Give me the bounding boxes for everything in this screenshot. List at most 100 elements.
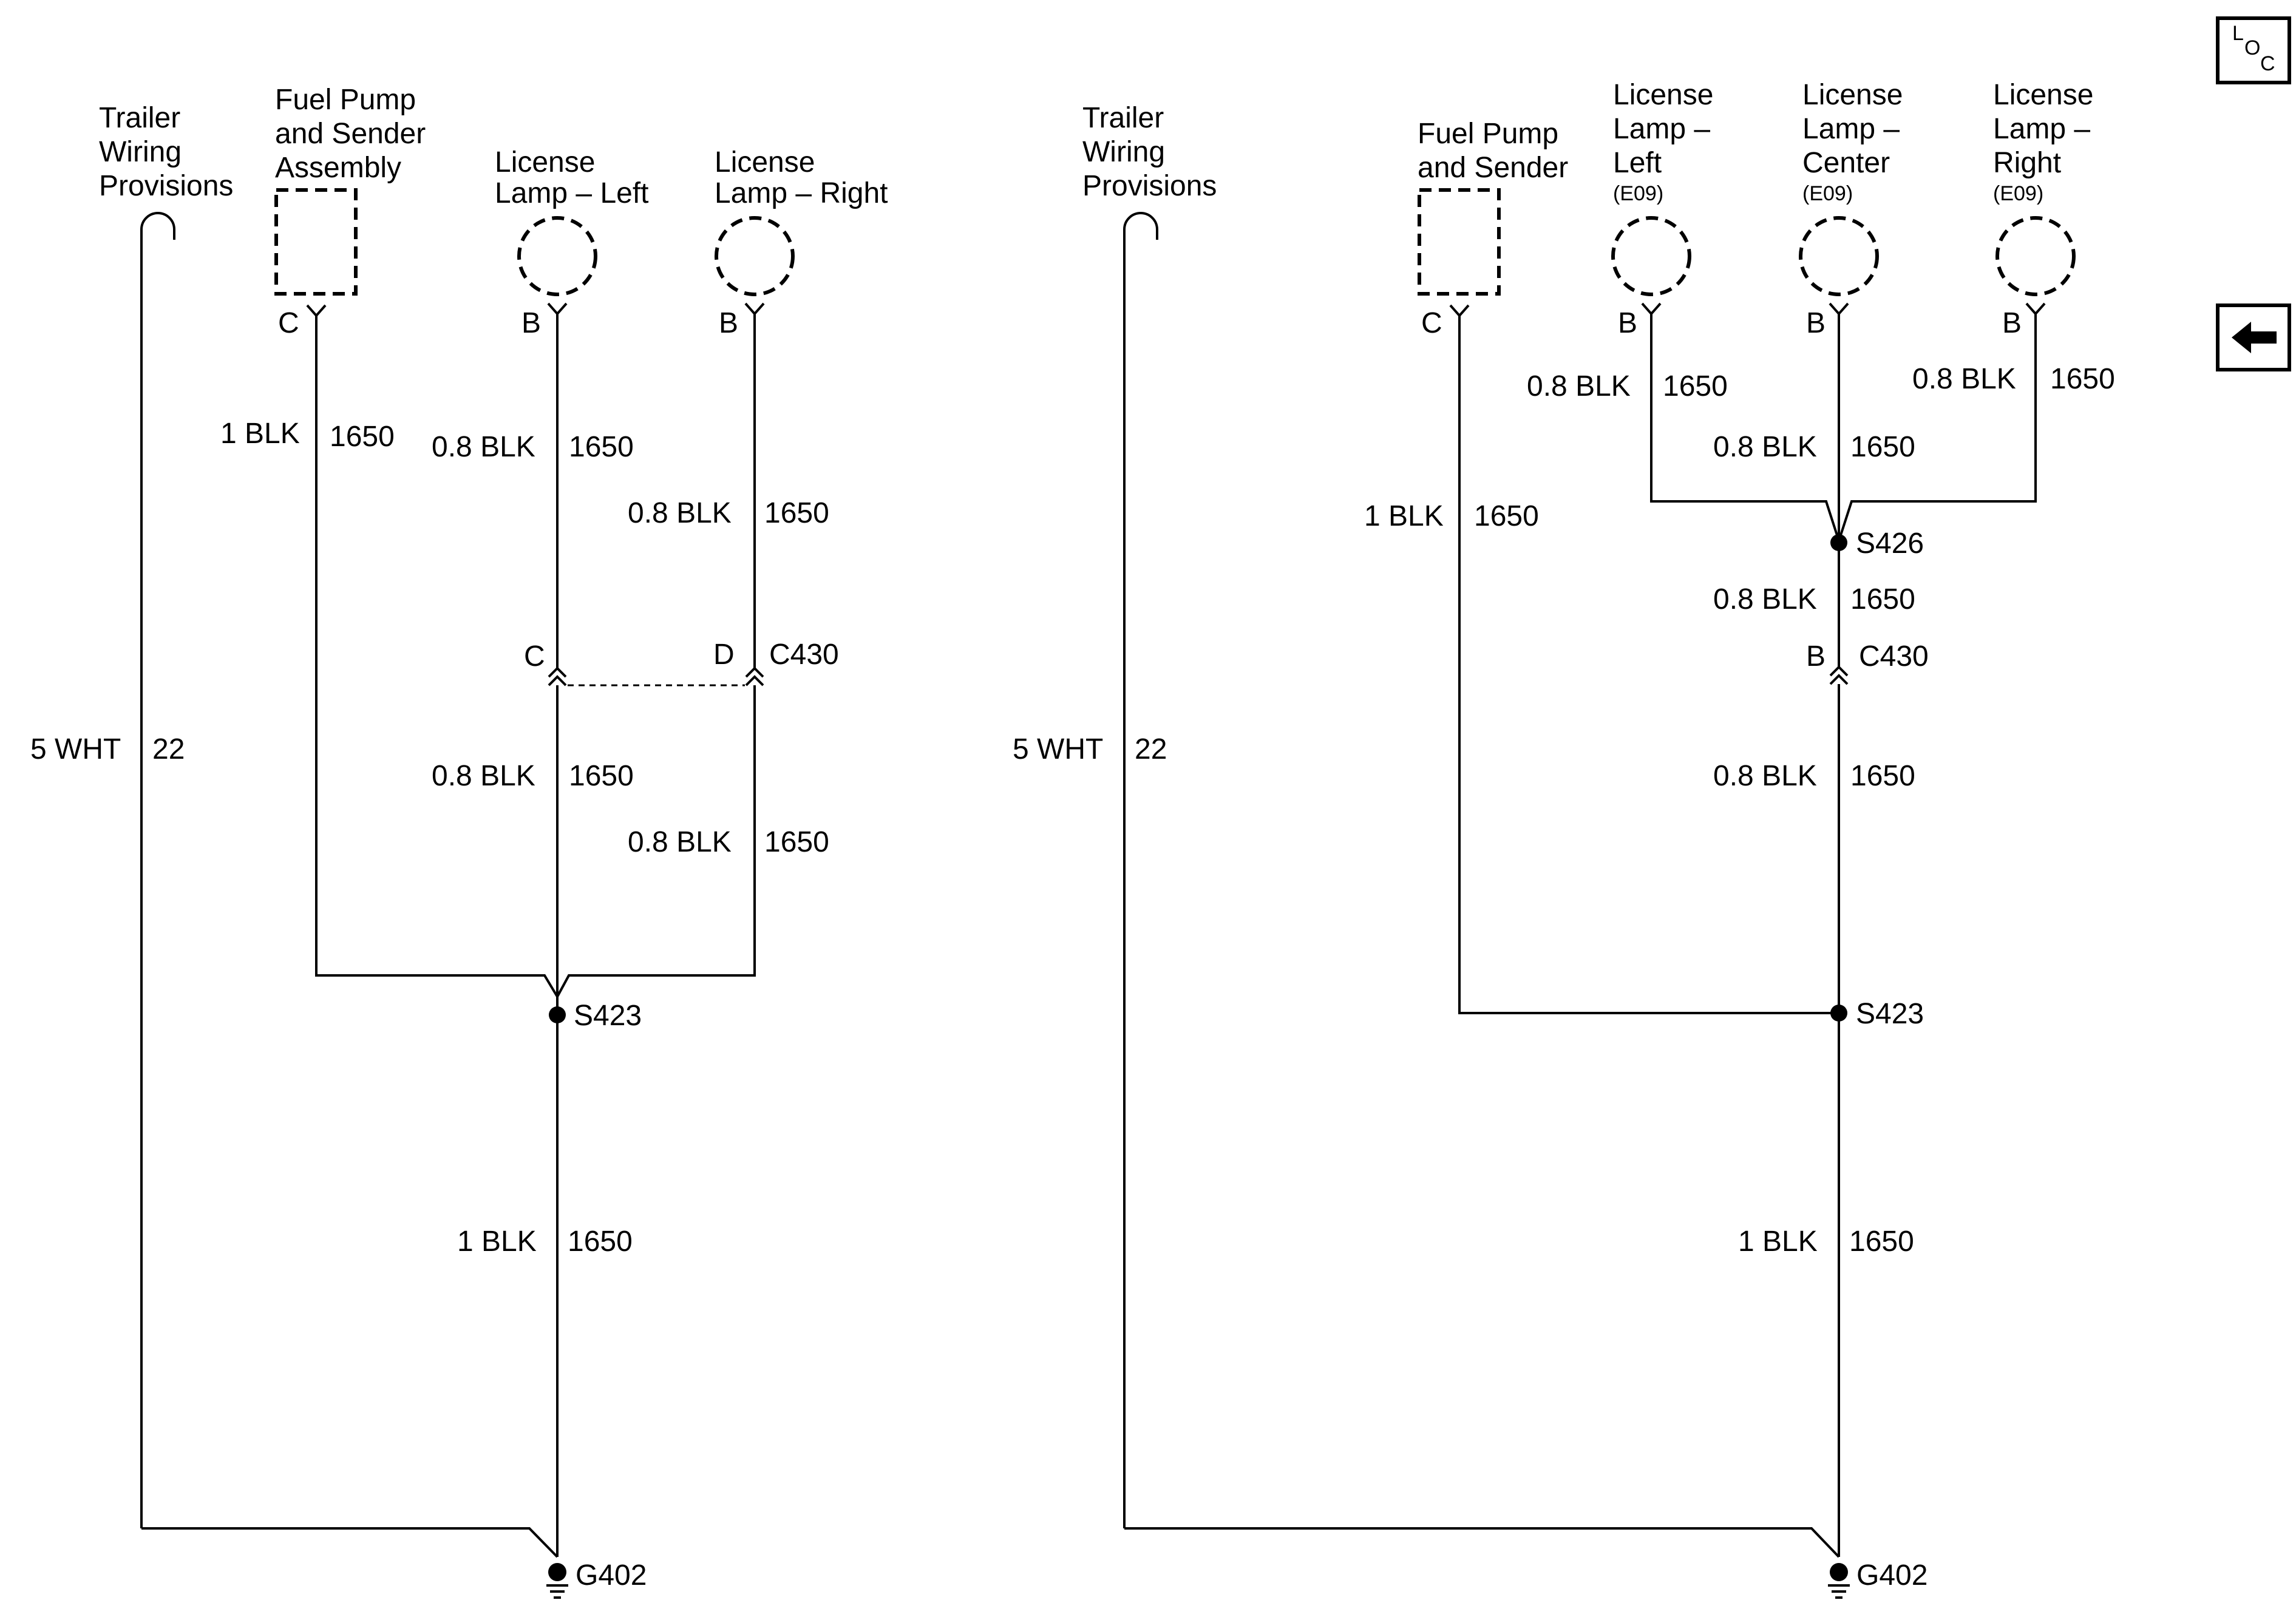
r-lamp-center-label-line2: Lamp – — [1802, 113, 1900, 145]
r-lamp-left-gauge: 0.8 BLK — [1527, 370, 1631, 402]
loc-letter-l: L — [2232, 22, 2244, 45]
right-schematic: Trailer Wiring Provisions 5 WHT 22 Fuel … — [1013, 79, 2115, 1599]
lamp-right-label-line1: License — [715, 146, 815, 178]
r-trailer-label-line2: Wiring — [1082, 136, 1165, 168]
r-lamp-right-wire — [1838, 314, 2037, 541]
r-c430-s423-circuit: 1650 — [1850, 760, 1915, 792]
r-lamp-center-label-line1: License — [1802, 79, 1903, 111]
r-g402-label: G402 — [1856, 1559, 1927, 1592]
r-trailer-label-line3: Provisions — [1082, 170, 1217, 202]
c430-right-connector — [745, 666, 764, 686]
r-ground-symbol-icon — [1828, 1584, 1850, 1599]
trailer-label-line1: Trailer — [99, 102, 180, 134]
lamp-right-bulb — [715, 216, 795, 296]
r-lamp-center-pin-label: B — [1806, 307, 1826, 339]
r-lamp-left-wire — [1650, 314, 1840, 541]
r-trailer-label-line1: Trailer — [1082, 102, 1164, 134]
r-lamp-center-bulb — [1799, 216, 1879, 296]
g402-label: G402 — [576, 1559, 647, 1592]
fuel-label-line2: and Sender — [275, 118, 426, 150]
r-lamp-center-gauge: 0.8 BLK — [1713, 431, 1817, 463]
r-s423-splice-dot — [1830, 1005, 1847, 1022]
trailer-wire-circuit: 22 — [152, 733, 185, 765]
r-lamp-right-label-line1: License — [1993, 79, 2093, 111]
r-ground-wire-gauge: 1 BLK — [1738, 1225, 1818, 1258]
ground-wire-gauge: 1 BLK — [457, 1225, 537, 1258]
r-c430-connector — [1829, 665, 1849, 685]
r-lamp-right-bulb — [1995, 216, 2076, 296]
r-s423-label: S423 — [1856, 998, 1924, 1030]
r-lamp-left-option: (E09) — [1613, 182, 1663, 205]
lamp-right-top-gauge: 0.8 BLK — [628, 497, 732, 529]
c430-label: C430 — [769, 639, 839, 671]
fuel-label-line1: Fuel Pump — [275, 84, 416, 116]
fuel-pin-terminal — [306, 304, 327, 318]
lamp-right-bottom-gauge: 0.8 BLK — [628, 826, 732, 858]
r-c430-s423-gauge: 0.8 BLK — [1713, 760, 1817, 792]
left-schematic: Trailer Wiring Provisions 5 WHT 22 Fuel … — [30, 84, 888, 1599]
lamp-left-top-circuit: 1650 — [569, 431, 634, 463]
r-lamp-right-label-line2: Lamp – — [1993, 113, 2090, 145]
trailer-label-line2: Wiring — [99, 136, 182, 168]
r-lamp-right-label-line3: Right — [1993, 147, 2061, 179]
lamp-left-bottom-gauge: 0.8 BLK — [432, 760, 535, 792]
r-fuel-pump-component — [1418, 188, 1501, 296]
trailer-to-ground-wire — [141, 1527, 559, 1558]
trailer-wire — [140, 212, 175, 1528]
r-lamp-right-circuit: 1650 — [2050, 363, 2115, 395]
r-lamp-right-gauge: 0.8 BLK — [1912, 363, 2016, 395]
r-s426-c430-circuit: 1650 — [1850, 583, 1915, 615]
s423-label: S423 — [574, 1000, 642, 1032]
lamp-left-pin-label: B — [521, 307, 541, 339]
r-fuel-pin-label: C — [1421, 307, 1442, 339]
r-fuel-pin-terminal — [1449, 304, 1470, 318]
lamp-left-label-line1: License — [495, 146, 595, 178]
lamp-right-pin-label: B — [719, 307, 738, 339]
lamp-left-pin-terminal — [547, 302, 568, 316]
r-s426-c430-gauge: 0.8 BLK — [1713, 583, 1817, 615]
fuel-pump-component — [274, 188, 358, 296]
loc-letter-o: O — [2244, 36, 2260, 59]
lamp-left-label-line2: Lamp – Left — [495, 177, 649, 209]
left-arrow-icon — [2232, 322, 2277, 353]
loc-button[interactable]: L O C — [2216, 16, 2291, 84]
r-lamp-right-option: (E09) — [1993, 182, 2043, 205]
c430-left-connector — [548, 666, 567, 686]
r-lamp-left-circuit: 1650 — [1663, 370, 1728, 402]
r-trailer-to-ground-wire — [1124, 1527, 1840, 1558]
lamp-right-pin-terminal — [744, 302, 765, 316]
ground-wire-circuit: 1650 — [568, 1225, 633, 1258]
r-lamp-center-option: (E09) — [1802, 182, 1853, 205]
back-button[interactable] — [2216, 303, 2291, 371]
lamp-left-top-gauge: 0.8 BLK — [432, 431, 535, 463]
lamp-right-wire-bottom — [556, 685, 756, 997]
r-lamp-left-pin-label: B — [1618, 307, 1637, 339]
s426-label: S426 — [1856, 527, 1924, 560]
r-lamp-left-label-line1: License — [1613, 79, 1713, 111]
c430-pin-d: D — [713, 639, 735, 671]
r-lamp-right-pin-label: B — [2002, 307, 2022, 339]
r-trailer-wire-gauge: 5 WHT — [1013, 733, 1103, 765]
lamp-right-top-circuit: 1650 — [764, 497, 829, 529]
r-fuel-wire — [1458, 316, 1839, 1014]
trailer-wire-gauge: 5 WHT — [30, 733, 121, 765]
r-fuel-wire-circuit: 1650 — [1474, 500, 1539, 532]
trailer-label-line3: Provisions — [99, 170, 233, 202]
r-lamp-left-label-line2: Lamp – — [1613, 113, 1710, 145]
r-c430-pin: B — [1806, 640, 1826, 673]
lamp-left-bulb — [517, 216, 597, 296]
lamp-left-bottom-circuit: 1650 — [569, 760, 634, 792]
r-lamp-left-label-line3: Left — [1613, 147, 1662, 179]
loc-letter-c: C — [2260, 52, 2275, 75]
g402-ground-dot — [548, 1563, 566, 1581]
r-fuel-label-line1: Fuel Pump — [1418, 118, 1558, 150]
lamp-right-bottom-circuit: 1650 — [764, 826, 829, 858]
r-lamp-right-pin-terminal — [2025, 302, 2046, 316]
r-ground-wire-circuit: 1650 — [1849, 1225, 1914, 1258]
c430-pin-c: C — [524, 640, 545, 673]
r-fuel-wire-gauge: 1 BLK — [1364, 500, 1444, 532]
fuel-pin-label: C — [278, 307, 299, 339]
loc-icon-frame — [2216, 16, 2291, 84]
r-c430-label: C430 — [1859, 640, 1929, 673]
